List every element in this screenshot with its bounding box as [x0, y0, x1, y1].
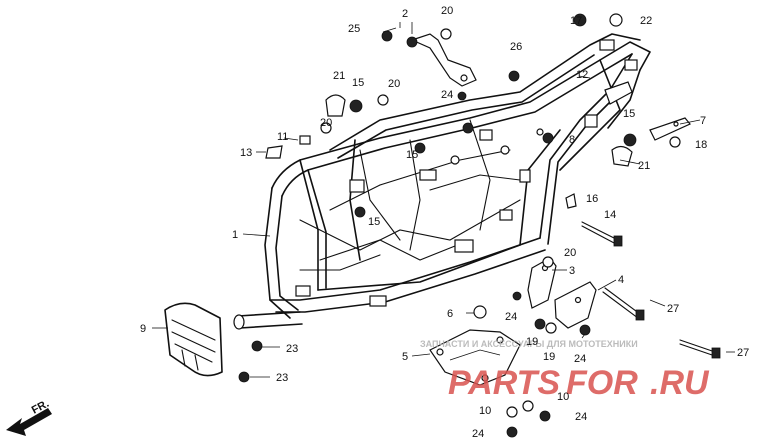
callout-24e: 24: [472, 428, 484, 440]
watermark: ЗАПЧАСТИ И АКСЕССУАРЫ ДЛЯ МОТОТЕХНИКИ PA…: [420, 339, 710, 402]
main-frame: [233, 33, 651, 330]
stay-7: [649, 117, 691, 141]
callout-3: 3: [569, 265, 575, 277]
bolt-27b: [679, 339, 721, 359]
callout-24c: 24: [574, 353, 586, 365]
clip-16: [565, 193, 577, 209]
watermark-brand-c: .RU: [650, 364, 710, 402]
callout-27b: 27: [737, 347, 749, 359]
callout-21b: 21: [638, 160, 650, 172]
callout-26: 26: [510, 41, 522, 53]
callout-13: 13: [240, 147, 252, 159]
callout-15c: 15: [406, 149, 418, 161]
front-direction-arrow: FR.: [6, 398, 52, 436]
front-bumper: [164, 302, 223, 377]
callout-15b: 15: [623, 108, 635, 120]
callout-20c: 20: [320, 117, 332, 129]
clamp-21a: [325, 94, 346, 117]
callout-19a: 19: [526, 336, 538, 348]
callout-6: 6: [447, 308, 453, 320]
callout-17: 17: [570, 15, 582, 27]
callout-21a: 21: [333, 70, 345, 82]
callout-20b: 20: [388, 78, 400, 90]
callout-24d: 24: [575, 411, 587, 423]
hanger-2: [410, 33, 477, 87]
callout-1: 1: [232, 229, 238, 241]
callout-27a: 27: [667, 303, 679, 315]
watermark-brand-a: PARTS: [448, 364, 560, 402]
callout-23a: 23: [286, 343, 298, 355]
callout-25: 25: [348, 23, 360, 35]
callout-24b: 24: [505, 311, 517, 323]
bolt-27a: [602, 287, 645, 321]
callout-20d: 20: [564, 247, 576, 259]
callouts: 1 2 3 4 5 6 7 8 9 10 10 11 12 13 14 15 1…: [140, 5, 749, 440]
watermark-brand-b: FOR: [566, 364, 638, 402]
callout-20a: 20: [441, 5, 453, 17]
callout-5: 5: [402, 351, 408, 363]
callout-8: 8: [569, 134, 575, 146]
callout-16: 16: [586, 193, 598, 205]
leader-lines: [152, 22, 735, 378]
callout-15a: 15: [352, 77, 364, 89]
callout-23b: 23: [276, 372, 288, 384]
clip-11: [299, 135, 311, 145]
callout-18: 18: [695, 139, 707, 151]
callout-4: 4: [618, 274, 624, 286]
callout-22: 22: [640, 15, 652, 27]
callout-11: 11: [277, 131, 288, 143]
cover-13: [265, 145, 283, 159]
watermark-caption: ЗАПЧАСТИ И АКСЕССУАРЫ ДЛЯ МОТОТЕХНИКИ: [420, 339, 638, 349]
callout-10b: 10: [479, 405, 491, 417]
callout-10a: 10: [557, 391, 569, 403]
bolt-14: [581, 221, 623, 247]
callout-2: 2: [402, 8, 408, 20]
clamp-21b: [611, 145, 633, 167]
callout-14: 14: [604, 209, 616, 221]
fasteners: [238, 13, 681, 438]
callout-9: 9: [140, 323, 146, 335]
bracket-4: [554, 281, 597, 329]
callout-15d: 15: [368, 216, 380, 228]
callout-12: 12: [576, 69, 588, 81]
callout-7: 7: [700, 115, 706, 127]
bracket-12: [604, 81, 633, 105]
callout-24a: 24: [441, 89, 453, 101]
callout-19b: 19: [543, 351, 555, 363]
skid-plate: [429, 329, 521, 386]
